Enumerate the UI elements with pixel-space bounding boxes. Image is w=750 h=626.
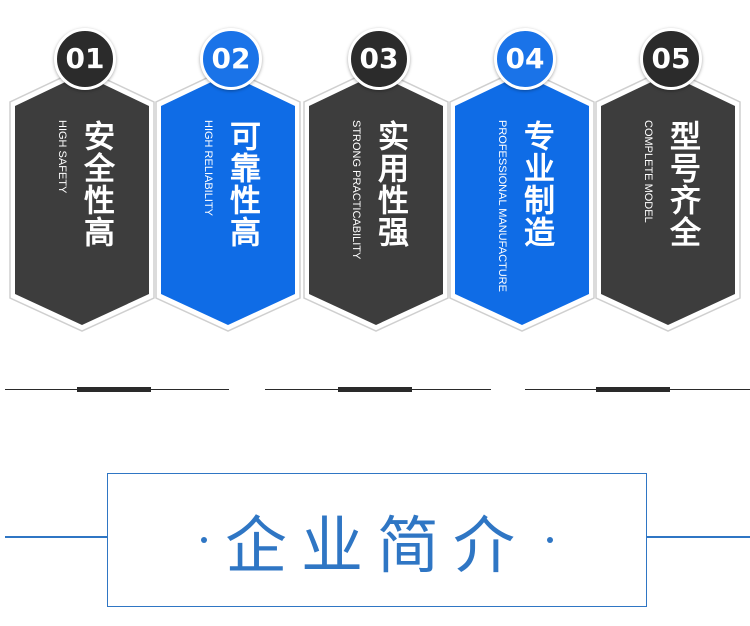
section-title-row: 企业简介 (108, 474, 646, 606)
card-hexagon (595, 67, 741, 332)
feature-subtitle: COMPLETE MODEL (642, 120, 654, 223)
badge-number: 02 (200, 28, 262, 90)
feature-cards: 01 HIGH SAFETY 安全性高 02 HIGH RELIABILITY … (8, 28, 742, 333)
divider-accent (338, 387, 412, 392)
feature-card-practicability: 03 STRONG PRACTICABILITY 实用性强 (302, 28, 450, 333)
dot-icon (547, 537, 553, 543)
feature-subtitle: HIGH RELIABILITY (202, 120, 214, 216)
badge-number: 05 (640, 28, 702, 90)
dot-icon (200, 537, 207, 543)
section-line-left (5, 536, 109, 538)
feature-card-reliability: 02 HIGH RELIABILITY 可靠性高 (154, 28, 302, 333)
section-title: 企业简介 (224, 509, 529, 582)
feature-title: 安全性高 (78, 120, 114, 248)
card-hexagon (449, 67, 595, 332)
card-hexagon (155, 67, 301, 332)
badge-number: 04 (494, 28, 556, 90)
divider-accent (596, 387, 670, 392)
badge-number: 01 (54, 28, 116, 90)
section-line-right (646, 536, 750, 538)
feature-subtitle: STRONG PRACTICABILITY (350, 120, 362, 260)
feature-title: 型号齐全 (664, 120, 700, 248)
divider-accent (77, 387, 151, 392)
divider-row (0, 380, 750, 400)
feature-card-complete-model: 05 COMPLETE MODEL 型号齐全 (594, 28, 742, 333)
section-title-box: 企业简介 (107, 473, 647, 607)
badge-number: 03 (348, 28, 410, 90)
company-intro-section: 企业简介 (0, 470, 750, 610)
feature-card-manufacture: 04 PROFESSIONAL MANUFACTURE 专业制造 (448, 28, 596, 333)
card-hexagon (9, 67, 155, 332)
feature-title: 专业制造 (518, 120, 554, 248)
feature-card-safety: 01 HIGH SAFETY 安全性高 (8, 28, 156, 333)
feature-subtitle: PROFESSIONAL MANUFACTURE (496, 120, 508, 292)
card-hexagon (303, 67, 449, 332)
feature-title: 可靠性高 (224, 120, 260, 248)
feature-subtitle: HIGH SAFETY (56, 120, 68, 194)
feature-title: 实用性强 (372, 120, 408, 248)
